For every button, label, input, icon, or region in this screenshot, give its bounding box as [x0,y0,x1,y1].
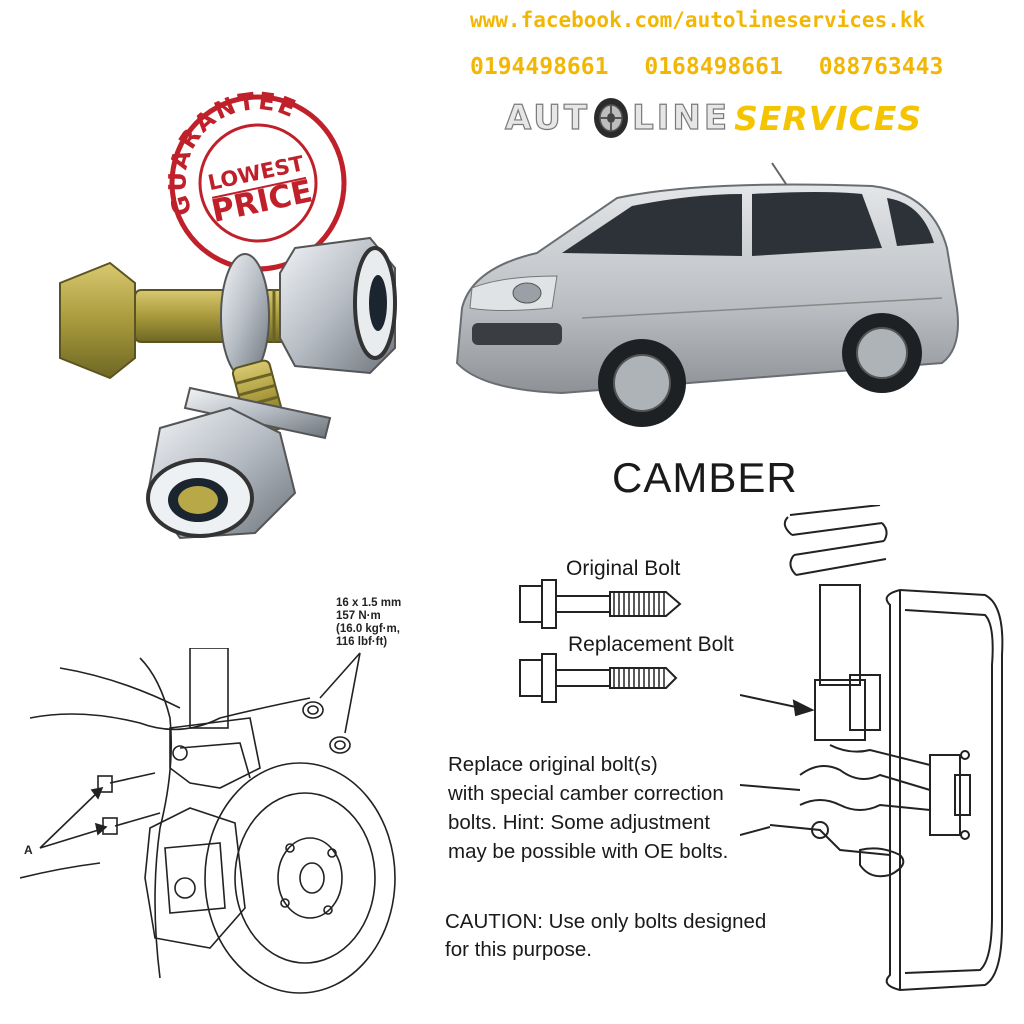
facebook-url[interactable]: www.facebook.com/autolineservices.kk [470,8,926,32]
strut-wheel-diagram [740,505,1004,992]
tire-icon [594,98,629,138]
spec-line: 116 lbf·ft) [336,636,388,648]
replacement-bolt-drawing [519,653,678,703]
knuckle-brake-diagram [20,648,396,994]
instructions-text: Replace original bolt(s) with special ca… [448,750,728,866]
callout-a-label: A [24,843,33,857]
phone-numbers: 0194498661 0168498661 088763443 [470,54,990,80]
replacement-bolt-label: Replacement Bolt [568,633,734,656]
caution-line: for this purpose. [445,938,592,961]
page-title: CAMBER [612,454,798,501]
caution-text: CAUTION: Use only bolts designed for thi… [445,908,766,964]
spec-line: 16 x 1.5 mm [336,597,402,609]
phone-number[interactable]: 088763443 [818,54,944,80]
original-bolt-drawing [519,579,682,629]
suv-photo [455,162,959,427]
logo-text-aut: AUT [504,97,591,138]
original-bolt-label: Original Bolt [566,557,681,580]
logo-text-line: LINE [631,97,731,138]
guarantee-stamp: GUARANTEE LOWEST PRICE [158,88,347,272]
instruction-line: bolts. Hint: Some adjustment [448,811,711,834]
brand-logo: AUT LINE SERVICES [504,96,923,140]
spec-line: 157 N·m [336,610,381,622]
instruction-line: may be possible with OE bolts. [448,840,729,863]
phone-number[interactable]: 0194498661 [470,54,609,80]
spec-line: (16.0 kgf·m, [336,623,400,635]
instruction-line: Replace original bolt(s) [448,753,658,776]
instruction-line: with special camber correction [448,782,724,805]
torque-spec: 16 x 1.5 mm 157 N·m (16.0 kgf·m, 116 lbf… [336,597,401,649]
logo-text-services: SERVICES [734,98,923,138]
phone-number[interactable]: 0168498661 [644,54,783,80]
caution-line: CAUTION: Use only bolts designed [445,910,767,933]
camber-bolt-kit-photo [59,236,397,540]
